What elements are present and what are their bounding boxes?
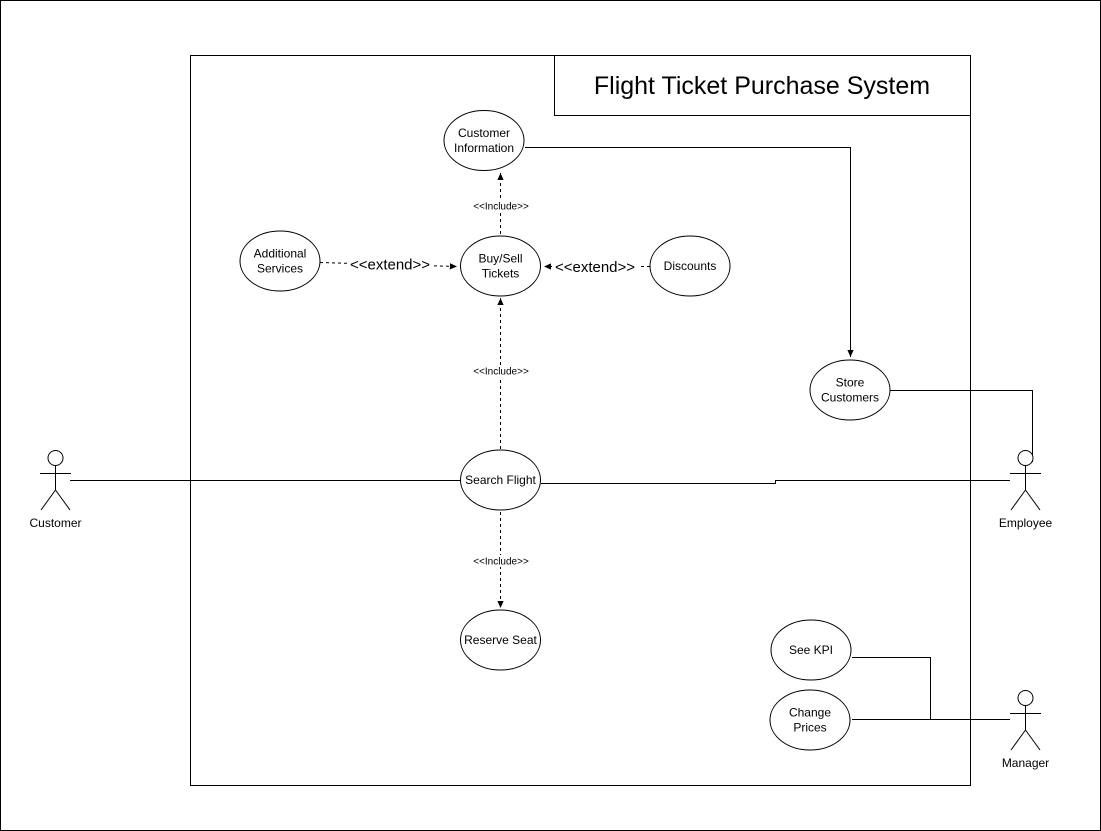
use-case-change-prices[interactable]: Change Prices <box>769 689 851 751</box>
actor-label: Manager <box>1002 756 1049 770</box>
system-title: Flight Ticket Purchase System <box>594 72 930 100</box>
include-label-middle: <<Include>> <box>470 365 532 378</box>
svg-text:Tickets: Tickets <box>482 267 520 281</box>
svg-text:<<Include>>: <<Include>> <box>473 557 529 568</box>
use-case-buy-sell-tickets[interactable]: Buy/Sell Tickets <box>460 235 541 297</box>
use-case-discounts[interactable]: Discounts <box>649 235 731 297</box>
svg-text:Reserve Seat: Reserve Seat <box>464 633 537 647</box>
use-case-see-kpi[interactable]: See KPI <box>770 619 852 681</box>
use-case-reserve-seat[interactable]: Reserve Seat <box>460 609 541 671</box>
include-label-bottom: <<Include>> <box>470 555 532 568</box>
actor-employee[interactable]: Employee <box>999 450 1053 531</box>
svg-text:<<extend>>: <<extend>> <box>350 257 430 274</box>
include-label-top: <<Include>> <box>470 200 532 213</box>
association-search-flight-employee <box>541 480 1010 484</box>
svg-text:See KPI: See KPI <box>789 643 833 657</box>
svg-text:Buy/Sell: Buy/Sell <box>478 252 522 266</box>
actor-label: Customer <box>29 516 81 530</box>
use-case-store-customers[interactable]: Store Customers <box>809 359 891 421</box>
svg-text:Discounts: Discounts <box>664 259 717 273</box>
svg-text:<<Include>>: <<Include>> <box>473 202 529 213</box>
stick-figure-icon <box>1010 450 1041 511</box>
svg-text:Customers: Customers <box>821 391 879 405</box>
svg-text:Store: Store <box>836 376 865 390</box>
flow-customer-information-store-customers <box>525 147 854 357</box>
svg-text:Prices: Prices <box>793 721 826 735</box>
svg-text:<<Include>>: <<Include>> <box>473 367 529 378</box>
use-case-search-flight[interactable]: Search Flight <box>460 449 541 511</box>
actor-customer[interactable]: Customer <box>29 450 82 531</box>
svg-text:<<extend>>: <<extend>> <box>555 259 635 276</box>
svg-text:Services: Services <box>257 262 303 276</box>
svg-text:Search Flight: Search Flight <box>465 473 536 487</box>
system-title-box: Flight Ticket Purchase System <box>554 55 971 116</box>
stick-figure-icon <box>40 450 71 511</box>
svg-text:Change: Change <box>789 706 831 720</box>
actor-manager[interactable]: Manager <box>1002 690 1049 771</box>
svg-text:Additional: Additional <box>254 247 307 261</box>
extend-label-right: <<extend>> <box>552 259 638 276</box>
svg-text:Information: Information <box>454 141 514 155</box>
svg-text:Customer: Customer <box>458 126 510 140</box>
actor-label: Employee <box>999 516 1053 530</box>
association-see-kpi-manager <box>852 657 931 720</box>
system-boundary[interactable] <box>190 55 971 786</box>
extend-label-left: <<extend>> <box>347 256 433 274</box>
association-store-customers-employee <box>889 390 1033 462</box>
use-case-customer-information[interactable]: Customer Information <box>443 110 525 171</box>
use-case-additional-services[interactable]: Additional Services <box>239 230 321 292</box>
stick-figure-icon <box>1010 690 1041 751</box>
